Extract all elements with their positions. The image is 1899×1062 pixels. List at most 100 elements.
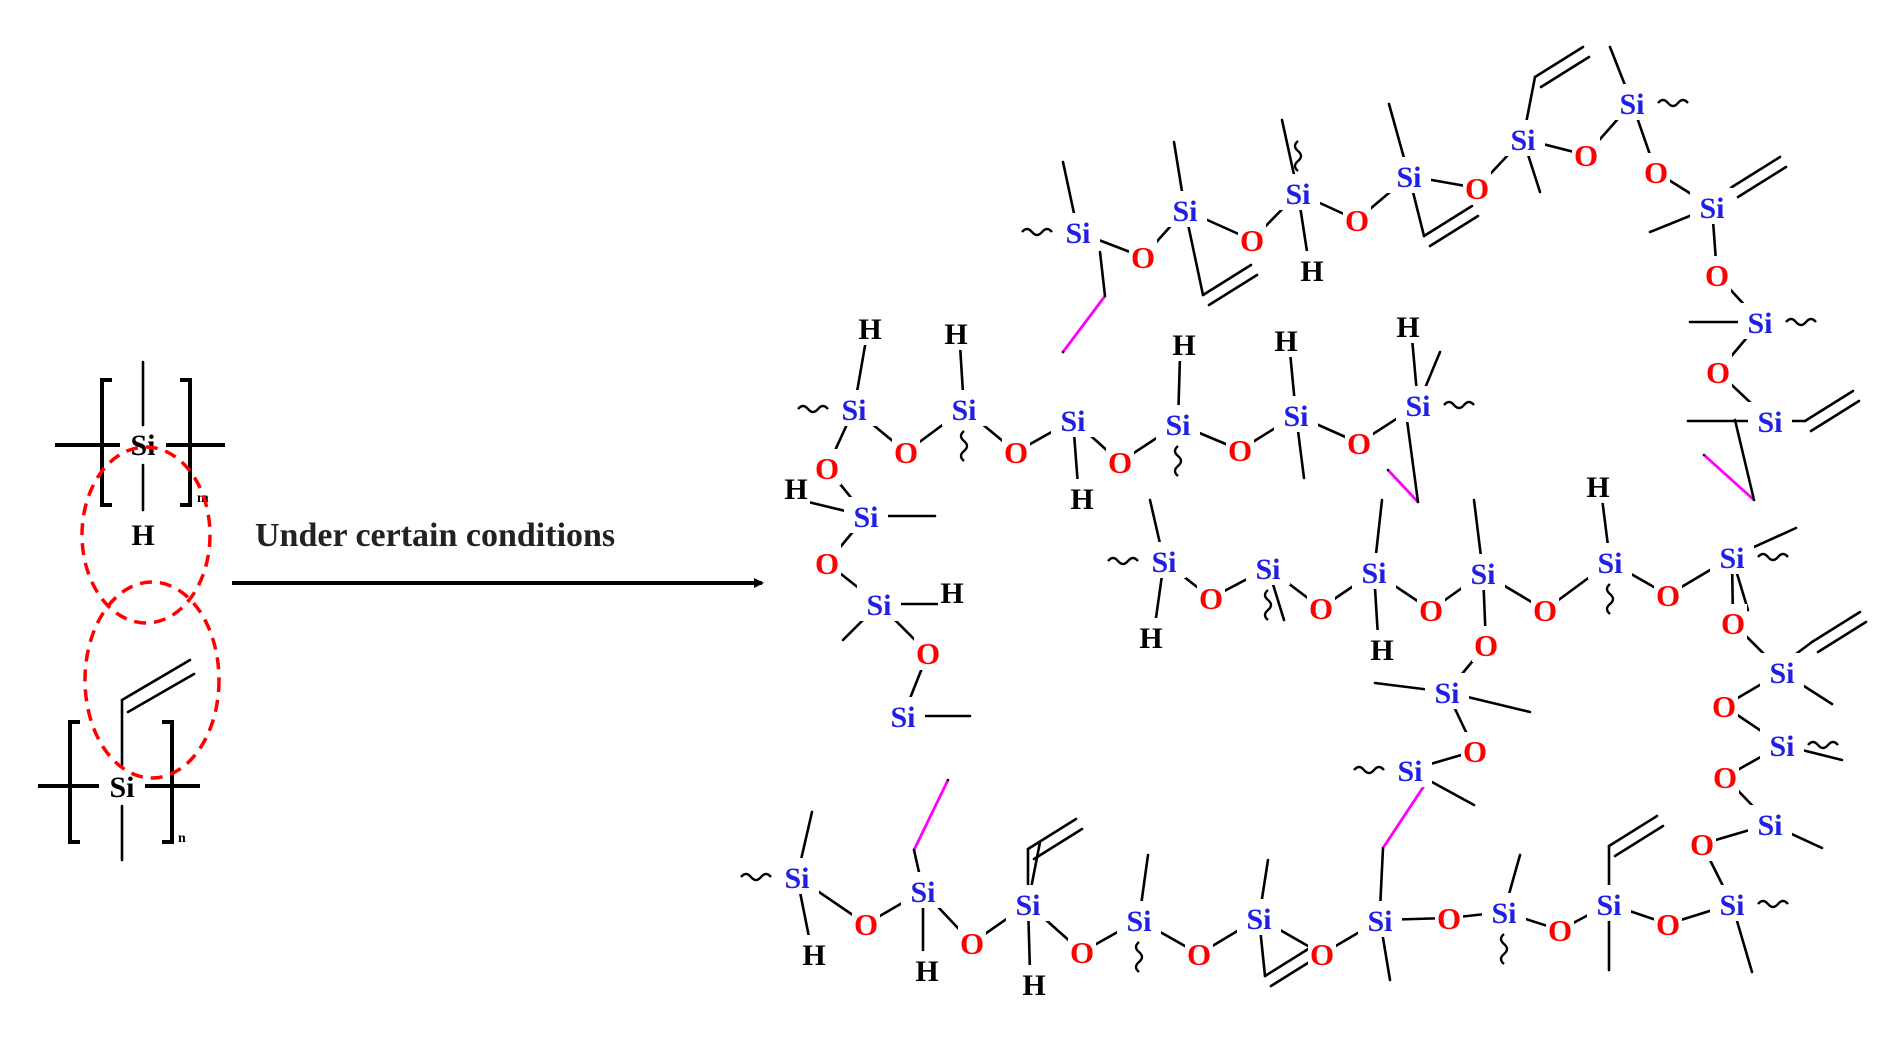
silicon-atom: Si [1747, 307, 1772, 340]
bridge-bond [1098, 250, 1107, 298]
silicon-atom-bg [775, 858, 819, 894]
oxygen-atom-bg [1711, 758, 1739, 794]
hydrogen-atom: H [1139, 622, 1162, 655]
vinyl-group-r1-double-1 [1810, 610, 1862, 644]
oxygen-atom-bg [1238, 221, 1266, 257]
oxygen-atom: O [1240, 223, 1264, 258]
oxygen-atom: O [1474, 628, 1498, 663]
oxygen-atom-bg [1710, 687, 1738, 723]
vinyl-group-t5-double-2 [1539, 55, 1591, 89]
silicon-atom-bg [1482, 893, 1526, 929]
wavy-bond [1757, 899, 1789, 909]
oxygen-atom: O [815, 546, 839, 581]
oxygen-atom: O [1309, 591, 1333, 626]
hydrogen-atom: H [1022, 969, 1045, 1002]
silicon-atom: Si [784, 862, 809, 895]
crosslink-bridge [912, 779, 950, 851]
silicon-atom-bg [1056, 213, 1100, 249]
silicon-atom: Si [1015, 889, 1040, 922]
oxygen-atom-bg [1185, 935, 1213, 971]
oxygen-atom: O [960, 926, 984, 961]
oxygen-atom: O [894, 435, 918, 470]
oxygen-atom-bg [892, 433, 920, 469]
oxygen-atom-bg [1226, 431, 1254, 467]
silicon-atom-bg [1690, 188, 1734, 224]
silicon-atom: Si [1283, 400, 1308, 433]
hydrogen-atom-bg [1272, 321, 1300, 357]
oxygen-atom-bg [1343, 201, 1371, 237]
oxygen-atom: O [1070, 935, 1094, 970]
silicon-atom-bg [1748, 805, 1792, 841]
silicon-atom-bg [1388, 751, 1432, 787]
silicon-atom-bg [1610, 84, 1654, 120]
silicon-atom: Si [841, 394, 866, 427]
oxygen-atom-bg [813, 544, 841, 580]
silicon-atom: Si [1396, 161, 1421, 194]
silicon-atom-bg [832, 390, 876, 426]
silicon-atom-bg [1760, 726, 1804, 762]
hydrogen-atom: H [1370, 634, 1393, 667]
vinyl-group-d3-double-2 [1032, 827, 1084, 861]
hydrogen-atom-bg [1068, 479, 1096, 515]
oxygen-atom: O [1656, 907, 1680, 942]
silicon-atom-bg [1276, 174, 1320, 210]
hydrogen-atom: H [1070, 483, 1093, 516]
hydrogen-atom: H [1396, 311, 1419, 344]
hydrogen-atom-bg [942, 314, 970, 350]
oxygen-atom: O [1465, 171, 1489, 206]
wavy-bond [1021, 227, 1053, 237]
crosslink-bridge [1386, 469, 1420, 503]
silicon-atom: Si [1434, 677, 1459, 710]
hydrogen-atom-bg [1298, 251, 1326, 287]
silicon-atom-bg [1760, 653, 1804, 689]
silicon-atom: Si [1165, 409, 1190, 442]
silicon-atom: Si [1397, 755, 1422, 788]
silicon-atom: Si [1405, 390, 1430, 423]
silicon-atom-bg [1387, 157, 1431, 193]
hydrogen-atom: H [915, 955, 938, 988]
silicon-atom: Si [1719, 542, 1744, 575]
vinyl-group-t5-double-1 [1533, 45, 1585, 79]
silicon-atom: Si [1510, 124, 1535, 157]
oxygen-atom: O [815, 451, 839, 486]
oxygen-atom-bg [1129, 238, 1157, 274]
oxygen-atom: O [854, 907, 878, 942]
wavy-bond [1757, 552, 1789, 562]
oxygen-atom-bg [1703, 256, 1731, 292]
silicon-atom-bg [1396, 386, 1440, 422]
oxygen-atom: O [1345, 203, 1369, 238]
oxygen-atom-bg [1106, 443, 1134, 479]
hydrogen-atom: H [940, 577, 963, 610]
hydrogen-atom: H [802, 939, 825, 972]
wavy-bond [1173, 445, 1183, 477]
reactant2-si-label: Si [109, 771, 134, 804]
reactant2-subscript: n [178, 831, 186, 846]
silicon-atom: Si [1491, 897, 1516, 930]
hydrogen-atom-bg [856, 309, 884, 345]
reactant1-si-label: Si [130, 429, 155, 462]
oxygen-atom: O [1656, 578, 1680, 613]
silicon-atom: Si [1361, 557, 1386, 590]
oxygen-atom-bg [1002, 433, 1030, 469]
silicon-atom: Si [1596, 889, 1621, 922]
bridge-bond [1378, 846, 1385, 912]
hydrogen-atom-bg [938, 573, 966, 609]
vinyl-group-t7-double-2 [1736, 165, 1788, 199]
oxygen-atom: O [1713, 760, 1737, 795]
hydrogen-atom: H [1274, 325, 1297, 358]
oxygen-atom: O [1712, 689, 1736, 724]
silicon-atom: Si [890, 701, 915, 734]
oxygen-atom: O [1228, 433, 1252, 468]
reactant1-h-label: H [131, 519, 154, 552]
oxygen-atom-bg [1688, 825, 1716, 861]
oxygen-atom-bg [1654, 905, 1682, 941]
silicon-atom-bg [1051, 401, 1095, 437]
oxygen-atom-bg [1345, 424, 1373, 460]
bridge-bond [1405, 418, 1420, 504]
silicon-atom: Si [1246, 903, 1271, 936]
silicon-atom-bg [1274, 396, 1318, 432]
vinyl-group-t4-double-2 [1428, 214, 1480, 248]
vinyl-group-t9-double-2 [1809, 399, 1861, 433]
silicon-atom-bg [1588, 543, 1632, 579]
